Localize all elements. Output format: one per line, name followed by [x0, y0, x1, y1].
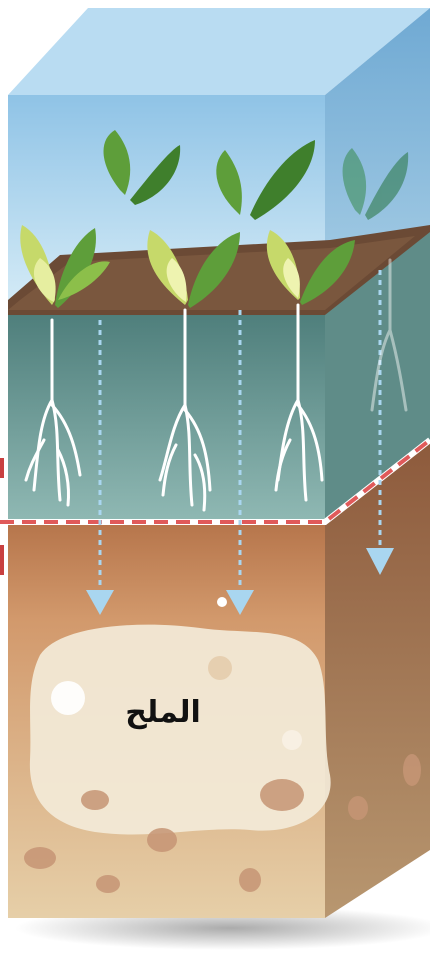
salt-grain [51, 681, 85, 715]
salt-grain [282, 730, 302, 750]
salt-grain [208, 656, 232, 680]
salt-label: الملح [118, 695, 208, 730]
water-droplet [217, 597, 227, 607]
